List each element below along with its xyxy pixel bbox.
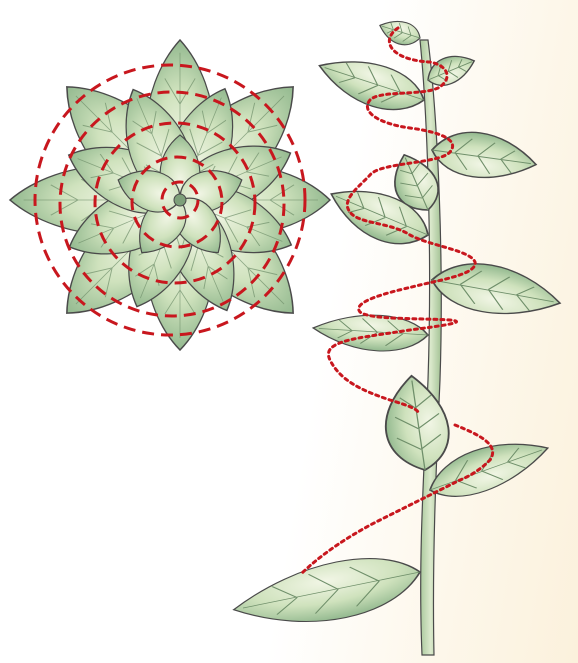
- rosette-illustration: [10, 40, 330, 350]
- stem-leaf: [376, 14, 423, 50]
- stem-leaf: [229, 548, 426, 637]
- rosette-center: [174, 194, 186, 206]
- stem-leaf: [313, 45, 431, 122]
- stem-leaf: [381, 373, 451, 473]
- stem-leaf: [428, 254, 565, 328]
